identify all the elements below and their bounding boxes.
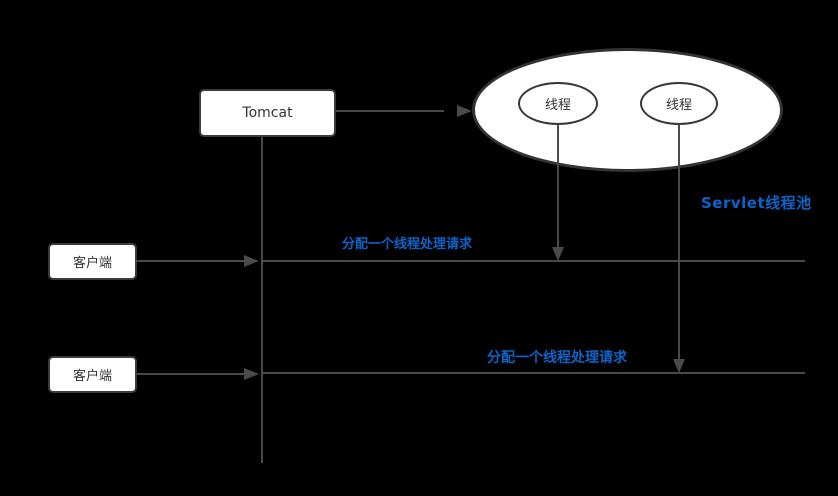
- client2-arrow-line: [137, 373, 244, 375]
- client-node-2-label: 客户端: [72, 369, 112, 384]
- assign-thread-note-2: 分配一个线程处理请求: [487, 350, 627, 366]
- servlet-thread-pool-label: Servlet线程池: [701, 194, 812, 212]
- tomcat-to-pool-arrowhead-icon: [457, 105, 472, 117]
- thread-node-2: 线程: [640, 82, 718, 125]
- tomcat-node-label: Tomcat: [242, 105, 293, 121]
- client-node-2: 客户端: [48, 356, 137, 393]
- tomcat-lifeline: [261, 137, 263, 463]
- tomcat-to-pool-arrow-line: [336, 110, 444, 112]
- thread-node-1-label: 线程: [544, 98, 571, 113]
- thread-node-2-label: 线程: [665, 98, 692, 113]
- tomcat-node: Tomcat: [199, 89, 336, 137]
- request-line-1: [263, 260, 805, 262]
- thread1-drop-line: [557, 125, 559, 247]
- client1-arrowhead-icon: [244, 255, 259, 267]
- client-node-1: 客户端: [48, 243, 137, 280]
- servlet-thread-pool-ellipse: [472, 48, 783, 172]
- thread2-arrowhead-icon: [673, 359, 685, 373]
- thread-node-1: 线程: [518, 82, 598, 125]
- client-node-1-label: 客户端: [72, 256, 112, 271]
- request-line-2: [263, 372, 805, 374]
- thread2-drop-line: [678, 125, 680, 359]
- assign-thread-note-1: 分配一个线程处理请求: [342, 237, 473, 252]
- thread1-arrowhead-icon: [552, 247, 564, 261]
- client2-arrowhead-icon: [244, 368, 259, 380]
- client1-arrow-line: [136, 260, 244, 262]
